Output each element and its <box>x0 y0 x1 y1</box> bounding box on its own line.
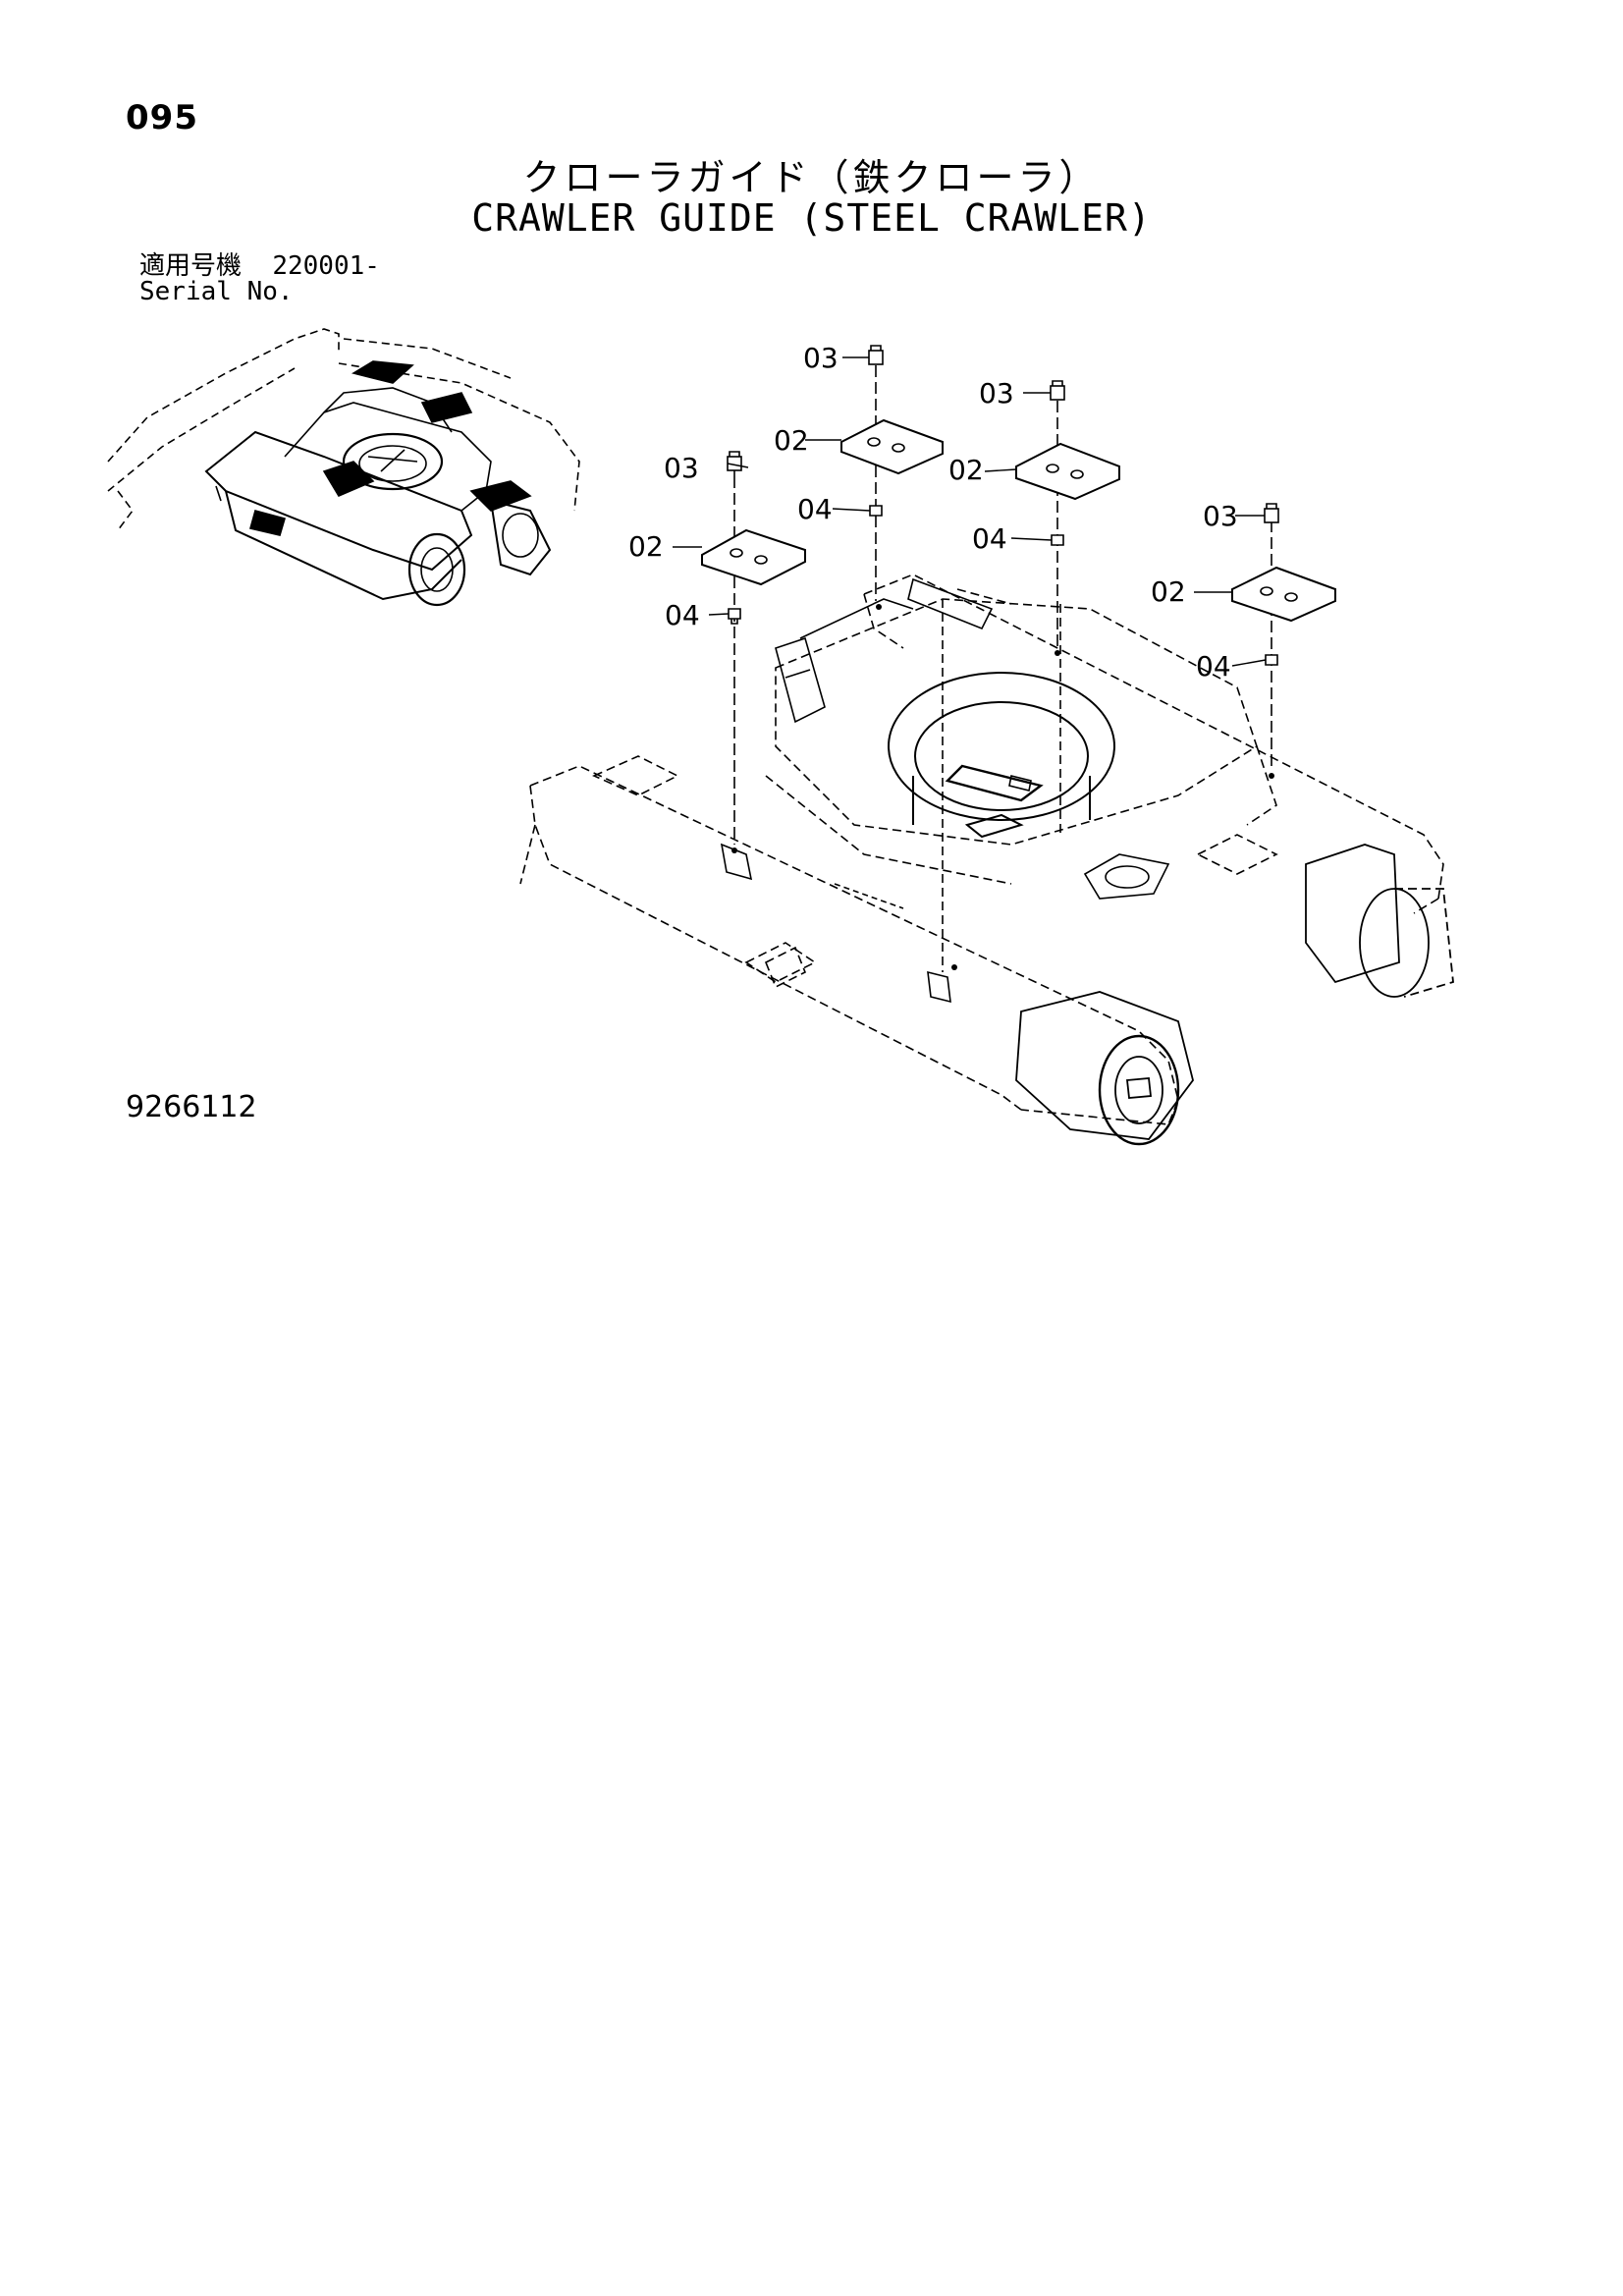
page-number: 095 <box>126 98 198 137</box>
figure-code: 9266112 <box>126 1090 257 1124</box>
crawler-guide-assembly-3 <box>1015 380 1120 648</box>
callout-03-b: 03 <box>664 452 699 484</box>
frame-misc-details <box>720 577 1170 1004</box>
callout-02-a: 02 <box>774 424 809 457</box>
callout-02-b: 02 <box>628 530 664 563</box>
callout-02-d: 02 <box>1151 575 1186 608</box>
serial-label-english: Serial No. <box>139 277 294 306</box>
frame-mount-holes <box>731 604 1274 970</box>
right-idler-drawing <box>1305 844 1454 998</box>
callout-04-c: 04 <box>972 522 1007 555</box>
overview-thumbnail <box>107 328 580 607</box>
track-frame-drawing <box>519 574 1444 1125</box>
callout-04-d: 04 <box>1196 650 1231 683</box>
callout-labels: 03 02 04 03 02 04 03 02 04 03 02 04 <box>628 342 1238 683</box>
crawler-guide-assembly-2 <box>840 345 944 601</box>
page-title-japanese: クローラガイド（鉄クローラ） <box>522 156 1101 199</box>
callout-03-c: 03 <box>979 377 1014 410</box>
serial-range: 220001- <box>272 251 380 281</box>
swing-circle-drawing <box>888 672 1115 839</box>
callout-03-a: 03 <box>803 342 839 374</box>
crawler-guide-assembly-4 <box>1231 503 1336 771</box>
front-idler-drawing <box>1015 991 1194 1146</box>
serial-label-japanese: 適用号機 <box>139 251 243 281</box>
callout-leaders <box>673 356 1267 667</box>
page-title-english: CRAWLER GUIDE (STEEL CRAWLER) <box>471 196 1152 240</box>
crawler-guide-assembly-1 <box>701 451 806 845</box>
callout-03-d: 03 <box>1203 500 1238 532</box>
callout-02-c: 02 <box>948 454 984 486</box>
callout-04-b: 04 <box>665 599 700 631</box>
callout-04-a: 04 <box>797 493 833 525</box>
serial-number-block: 適用号機 220001- Serial No. <box>139 253 380 304</box>
